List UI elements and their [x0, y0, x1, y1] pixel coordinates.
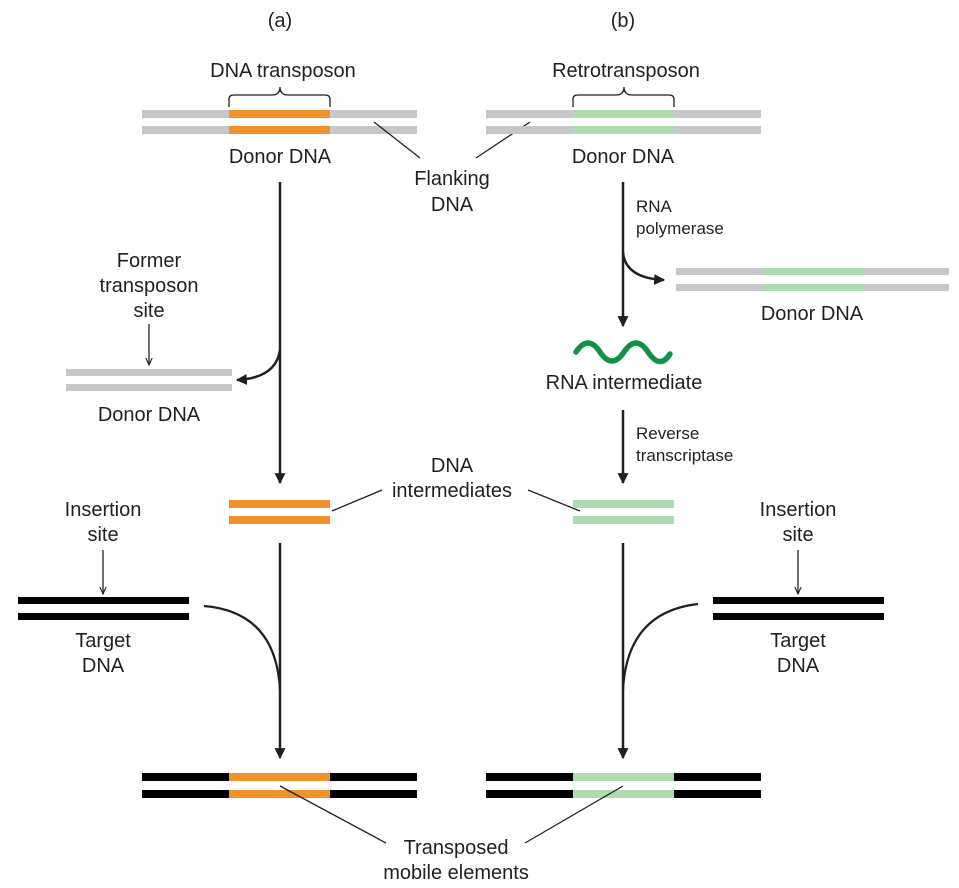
donor-dna-b-right-label: Donor DNA: [761, 303, 864, 325]
target-dna-b-line1: Target: [770, 630, 826, 652]
rna-intermediate-label: RNA intermediate: [546, 372, 703, 394]
former-site-line2: transposon: [100, 275, 199, 297]
donor-dna-b-right: [676, 268, 949, 291]
retrotransposon-brace: [572, 86, 675, 107]
flanking-dna-label-line1: Flanking: [414, 168, 490, 190]
insertion-site-a-line2: site: [87, 524, 118, 546]
retrotransposon-label: Retrotransposon: [552, 60, 700, 82]
dna-intermediates-leader-b: [527, 489, 581, 512]
flanking-leader-a: [373, 121, 421, 159]
transposed-label-line1: Transposed: [404, 837, 509, 859]
donor-dna-b-top-label: Donor DNA: [572, 146, 675, 168]
rna-intermediate-wave: [573, 340, 673, 365]
target-dna-b-line2: DNA: [777, 655, 820, 677]
panel-b-heading: (b): [611, 10, 635, 32]
dna-transposon-brace: [228, 86, 331, 107]
target-dna-b: [713, 597, 884, 620]
transposed-element-a: [142, 773, 417, 798]
insertion-site-b-line1: Insertion: [760, 499, 837, 521]
target-dna-a-line2: DNA: [82, 655, 125, 677]
dna-intermediates-line2: intermediates: [392, 480, 512, 502]
arrow-b-donor-release: [621, 251, 666, 285]
panel-a-heading: (a): [268, 10, 292, 32]
arrow-a-excision: [235, 349, 282, 385]
transposed-leader-a: [279, 785, 387, 844]
dna-intermediate-b: [573, 500, 674, 524]
flanking-dna-label-line2: DNA: [431, 194, 474, 216]
target-dna-a: [18, 597, 189, 620]
target-a-curve: [203, 604, 282, 691]
rna-polymerase-line2: polymerase: [636, 219, 724, 238]
reverse-transcriptase-line1: Reverse: [636, 424, 699, 443]
donor-dna-a-top-label: Donor DNA: [229, 146, 332, 168]
former-site-line3: site: [133, 300, 164, 322]
dna-transposon-label: DNA transposon: [210, 60, 356, 82]
donor-dna-a-left-label: Donor DNA: [98, 404, 201, 426]
transposed-leader-b: [524, 785, 624, 844]
insertion-site-b-line2: site: [782, 524, 813, 546]
dna-intermediates-line1: DNA: [431, 455, 474, 477]
transposed-element-b: [486, 773, 761, 798]
target-dna-a-line1: Target: [75, 630, 131, 652]
former-site-line1: Former: [117, 250, 182, 272]
insertion-site-a-line1: Insertion: [65, 499, 142, 521]
rna-polymerase-line1: RNA: [636, 197, 673, 216]
dna-intermediates-leader-a: [331, 489, 383, 512]
donor-dna-a-left: [66, 369, 232, 391]
dna-intermediate-a: [229, 500, 330, 524]
donor-dna-b-top: [486, 110, 761, 134]
donor-dna-a-top: [142, 110, 417, 134]
reverse-transcriptase-line2: transcriptase: [636, 446, 733, 465]
transposed-label-line2: mobile elements: [383, 862, 529, 884]
target-b-curve: [621, 602, 699, 691]
